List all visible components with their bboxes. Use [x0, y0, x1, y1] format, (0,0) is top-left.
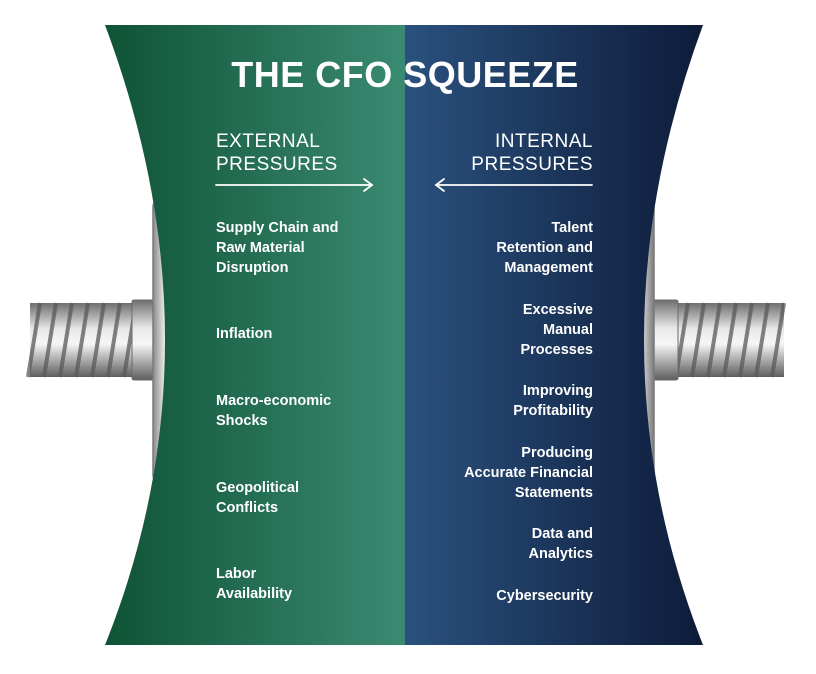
- page-title: THE CFO SQUEEZE: [231, 54, 579, 95]
- internal-pressures-heading: INTERNAL PRESSURES: [400, 130, 593, 176]
- internal-item: Cybersecurity: [496, 588, 593, 604]
- arrow-right-icon: [215, 178, 374, 192]
- external-item: Labor Availability: [216, 566, 293, 602]
- external-item: Geopolitical Conflicts: [216, 480, 299, 516]
- internal-item: Producing Accurate Financial Statements: [464, 445, 593, 501]
- internal-item: Talent Retention and Management: [496, 220, 593, 276]
- internal-item: Excessive Manual Processes: [520, 302, 593, 358]
- external-item: Inflation: [216, 326, 273, 342]
- vise-screw-left-icon: [26, 197, 182, 485]
- squeeze-panel: [105, 25, 703, 645]
- internal-heading-text: INTERNAL PRESSURES: [471, 131, 593, 175]
- external-heading-text: EXTERNAL PRESSURES: [216, 131, 338, 175]
- external-item: Macro-economic Shocks: [216, 393, 332, 429]
- internal-item: Improving Profitability: [513, 383, 593, 419]
- external-pressures-heading: EXTERNAL PRESSURES: [216, 130, 338, 176]
- external-item: Supply Chain and Raw Material Disruption: [216, 220, 339, 276]
- arrow-left-icon: [434, 178, 593, 192]
- internal-item: Data and Analytics: [528, 526, 593, 562]
